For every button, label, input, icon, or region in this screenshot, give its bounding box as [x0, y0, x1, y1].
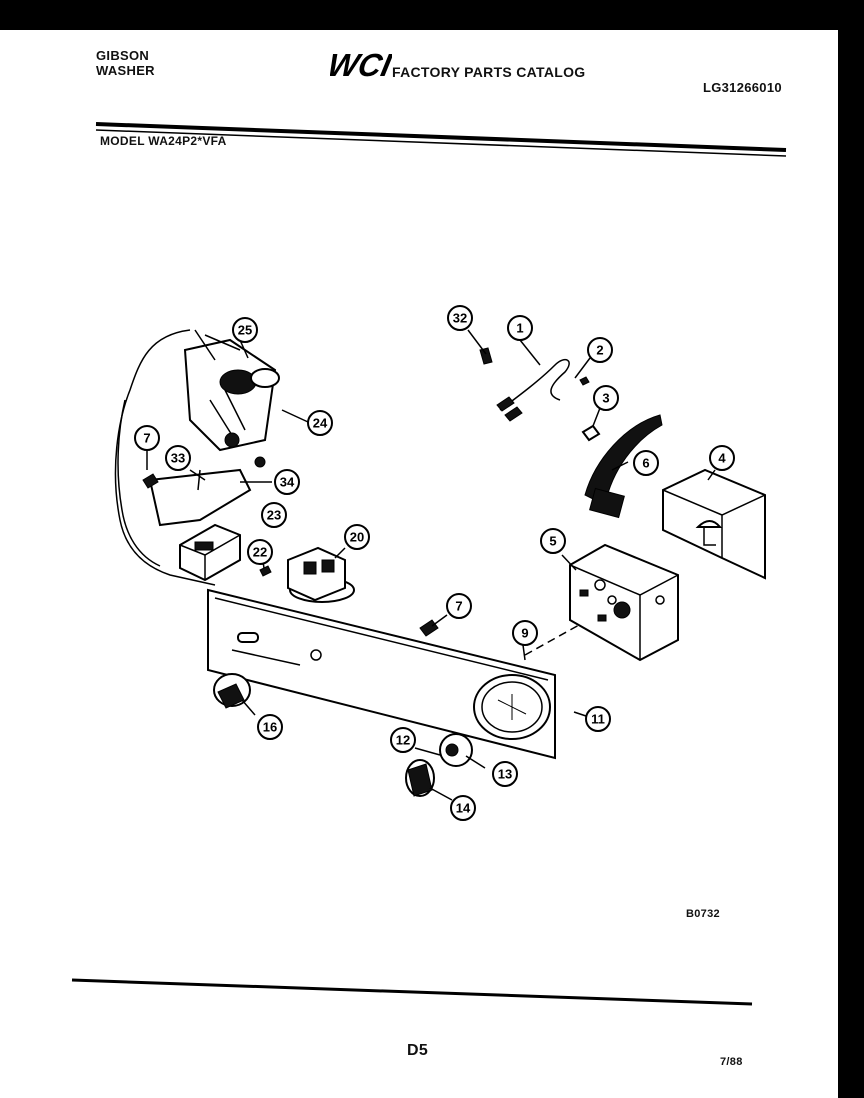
callout-13: 13 [492, 761, 518, 787]
svg-text:6: 6 [642, 456, 649, 471]
control-panel [207, 588, 556, 760]
callout-1: 1 [507, 315, 533, 341]
svg-text:WCI: WCI [330, 48, 392, 82]
water-valve-assembly [183, 329, 280, 468]
header-rule-thin [95, 129, 787, 157]
callout-7-center: 7 [446, 593, 472, 619]
catalog-date: 7/88 [720, 1056, 743, 1068]
svg-text:5: 5 [549, 534, 556, 549]
svg-text:22: 22 [253, 545, 267, 560]
svg-text:23: 23 [267, 508, 281, 523]
callout-4: 4 [709, 445, 735, 471]
relay [179, 523, 241, 582]
svg-text:12: 12 [396, 733, 410, 748]
timer-knob-assembly [405, 733, 473, 797]
callout-32: 32 [447, 305, 473, 331]
svg-text:7: 7 [143, 431, 150, 446]
catalog-number: LG31266010 [703, 80, 782, 95]
svg-text:14: 14 [456, 801, 471, 816]
page-number: D5 [407, 1042, 429, 1059]
callout-3: 3 [593, 385, 619, 411]
svg-text:32: 32 [453, 311, 467, 326]
svg-text:20: 20 [350, 530, 364, 545]
svg-text:9: 9 [521, 626, 528, 641]
brand-name: GIBSON [96, 48, 150, 63]
figure-code: B0732 [686, 908, 720, 920]
callout-9: 9 [512, 620, 538, 646]
svg-text:25: 25 [238, 323, 252, 338]
callout-11: 11 [585, 706, 611, 732]
callout-2: 2 [587, 337, 613, 363]
callout-6: 6 [633, 450, 659, 476]
callout-12: 12 [390, 727, 416, 753]
svg-text:3: 3 [602, 391, 609, 406]
mounting-bracket [148, 468, 252, 527]
svg-text:2: 2 [596, 343, 603, 358]
svg-text:1: 1 [516, 321, 523, 336]
indicator-lamp [419, 619, 439, 637]
callout-5: 5 [540, 528, 566, 554]
callout-16: 16 [257, 714, 283, 740]
timer [569, 543, 679, 662]
footer-rule [71, 978, 753, 1006]
callout-23: 23 [261, 502, 287, 528]
wire-loom [584, 414, 663, 519]
wci-logo: WCI [330, 48, 392, 82]
callout-25: 25 [232, 317, 258, 343]
svg-text:4: 4 [718, 451, 726, 466]
catalog-page: GIBSON WASHER WCI FACTORY PARTS CATALOG … [0, 30, 838, 1098]
screw [259, 565, 272, 577]
pressure-switch [287, 546, 355, 603]
svg-text:16: 16 [263, 720, 277, 735]
callout-20: 20 [344, 524, 370, 550]
wire-harness [114, 329, 216, 586]
power-cord-harness [479, 347, 570, 422]
callout-34: 34 [274, 469, 300, 495]
wire-harness-inner [117, 399, 161, 567]
callout-22: 22 [247, 539, 273, 565]
svg-text:7: 7 [455, 599, 462, 614]
svg-text:24: 24 [313, 416, 328, 431]
svg-text:34: 34 [280, 475, 295, 490]
callout-7-left: 7 [134, 425, 160, 451]
brand-block: GIBSON WASHER [96, 48, 155, 78]
terminal-2 [579, 376, 590, 386]
callout-24: 24 [307, 410, 333, 436]
appliance-type: WASHER [96, 63, 155, 78]
svg-text:11: 11 [591, 712, 605, 727]
callout-14: 14 [450, 795, 476, 821]
indicator-lamp-left [142, 473, 159, 489]
catalog-title: FACTORY PARTS CATALOG [392, 64, 586, 80]
svg-text:13: 13 [498, 767, 512, 782]
model-number: MODEL WA24P2*VFA [100, 134, 227, 148]
control-knob-16 [213, 673, 251, 709]
svg-text:33: 33 [171, 451, 185, 466]
timer-cover [662, 468, 766, 580]
clip-3 [581, 424, 601, 442]
header-rule [95, 122, 787, 152]
callout-33: 33 [165, 445, 191, 471]
